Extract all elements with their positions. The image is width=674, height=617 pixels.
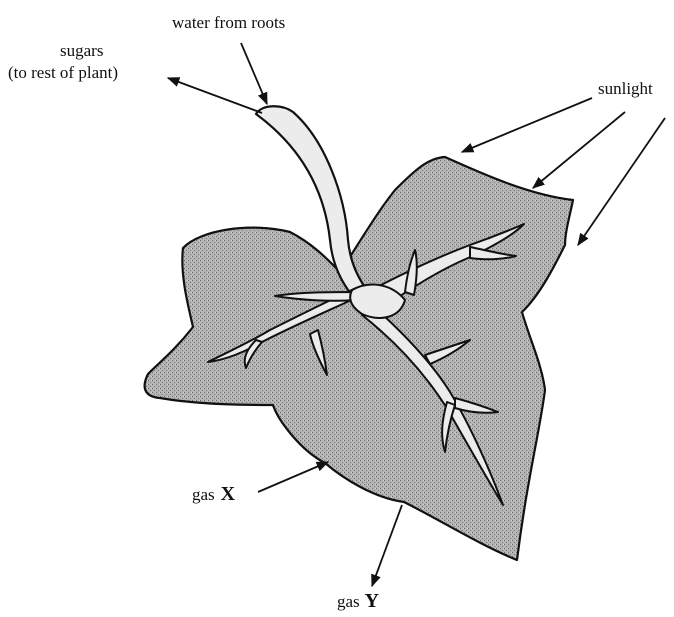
gas-y-prefix: gas — [337, 592, 360, 611]
sugars-sublabel: (to rest of plant) — [8, 63, 118, 82]
gas-x-label: gas X — [192, 483, 236, 505]
arrow-sugars — [168, 78, 262, 113]
sugars-label: sugars — [60, 41, 103, 60]
water-label: water from roots — [172, 13, 285, 32]
gas-x-prefix: gas — [192, 485, 215, 504]
sunlight-label: sunlight — [598, 79, 653, 98]
gas-y-label: gas Y — [337, 590, 380, 612]
arrow-water — [241, 43, 267, 104]
arrow-sunlight-3 — [578, 118, 665, 245]
gas-y-letter: Y — [365, 590, 380, 612]
arrow-sunlight-1 — [462, 98, 592, 152]
arrow-sunlight-2 — [533, 112, 625, 188]
arrow-gas-x — [258, 462, 328, 492]
gas-x-letter: X — [221, 483, 236, 505]
arrow-gas-y — [372, 505, 402, 586]
